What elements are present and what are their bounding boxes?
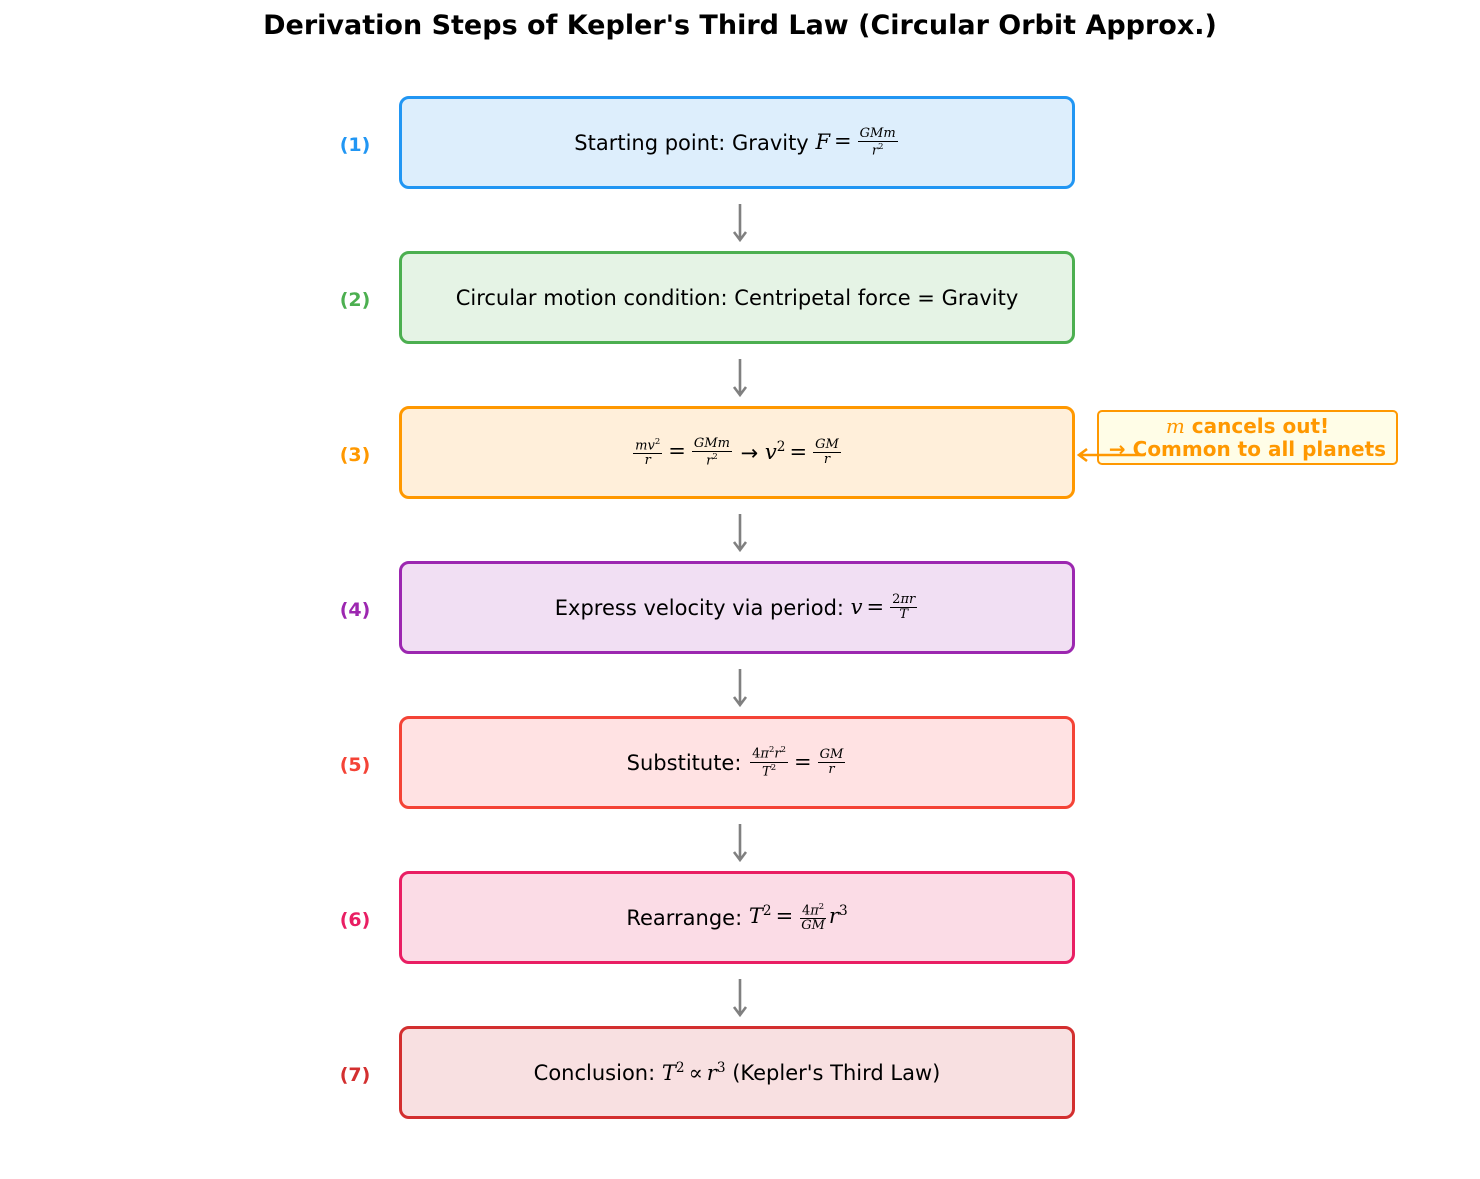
step-7-suffix: (Kepler's Third Law) [732, 1060, 941, 1085]
annotation-arrow [1076, 447, 1145, 463]
step-7-label: Conclusion: [533, 1060, 656, 1085]
note-line-1-text: cancels out! [1191, 414, 1330, 438]
connector-arrow-2-3 [732, 359, 748, 398]
connector-arrow-6-7 [732, 979, 748, 1018]
step-7-formula: T2∝r3 [661, 1060, 726, 1085]
step-4-label: Express velocity via period: [554, 595, 844, 620]
step-number-3: (3) [339, 444, 371, 466]
step-number-1: (1) [339, 134, 371, 156]
step-number-5: (5) [339, 754, 371, 776]
note-line-2: → Common to all planets [1108, 437, 1387, 461]
step-number-6: (6) [339, 909, 371, 931]
step-1-label: Starting point: Gravity [574, 130, 809, 155]
connector-arrow-4-5 [732, 669, 748, 708]
step-number-2: (2) [339, 289, 371, 311]
note-line-1: m cancels out! [1165, 414, 1330, 438]
step-box-7: Conclusion: T2∝r3 (Kepler's Third Law) [399, 1026, 1075, 1119]
connector-arrow-3-4 [732, 514, 748, 553]
connector-arrow-1-2 [732, 204, 748, 243]
step-number-7: (7) [339, 1064, 371, 1086]
step-6-label: Rearrange: [626, 905, 743, 930]
diagram-title: Derivation Steps of Kepler's Third Law (… [263, 10, 1217, 41]
step-number-4: (4) [339, 599, 371, 621]
step-3-arrow: → [740, 440, 759, 465]
step-2-label: Circular motion condition: Centripetal f… [455, 285, 1019, 310]
step-box-2: Circular motion condition: Centripetal f… [399, 251, 1075, 344]
step-5-label: Substitute: [626, 750, 742, 775]
annotation-note: m cancels out! → Common to all planets [1097, 410, 1398, 465]
connector-arrow-5-6 [732, 824, 748, 863]
